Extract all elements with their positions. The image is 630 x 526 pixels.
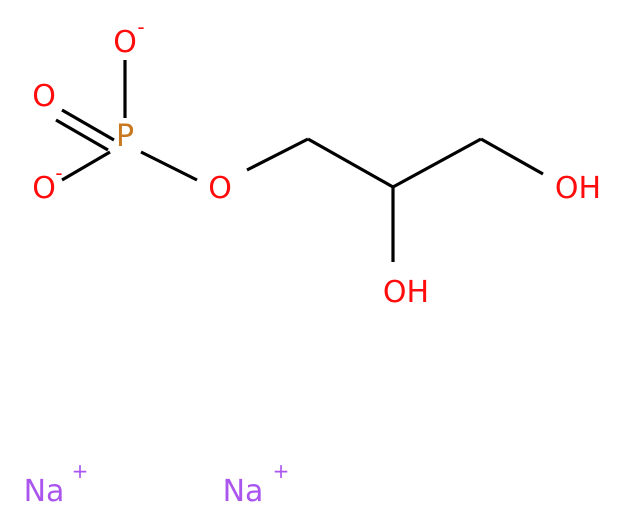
bond-c1-c2 [307,137,394,189]
atom-o-bottom: O [32,171,56,206]
charge-o-bottom: - [55,161,62,185]
atom-o-ester: O [208,171,232,206]
bond-p-o-bottom [61,150,111,182]
atom-o-double: O [32,79,56,114]
atoms: O - O P O - O OH OH [32,15,601,310]
counterions: Na + Na + [24,459,290,509]
sodium-ion-2: Na [223,474,264,509]
bond-o-c1 [246,137,309,172]
bond-p-o-double-b [55,118,109,152]
sodium-ion-2-charge: + [273,459,290,483]
sodium-ion-1: Na [24,474,65,509]
atom-oh-right: OH [555,171,601,206]
charge-o-top: - [137,15,144,39]
atom-phosphorus: P [116,119,134,154]
sodium-ion-1-charge: + [72,459,89,483]
atom-oh-lower: OH [383,275,429,310]
bonds [55,60,544,262]
bond-p-o-ester [140,150,198,182]
bond-c3-oh [480,137,544,176]
atom-o-top: O [113,25,137,60]
bond-p-o-double-a [61,108,115,142]
bond-c2-c3 [392,137,482,189]
